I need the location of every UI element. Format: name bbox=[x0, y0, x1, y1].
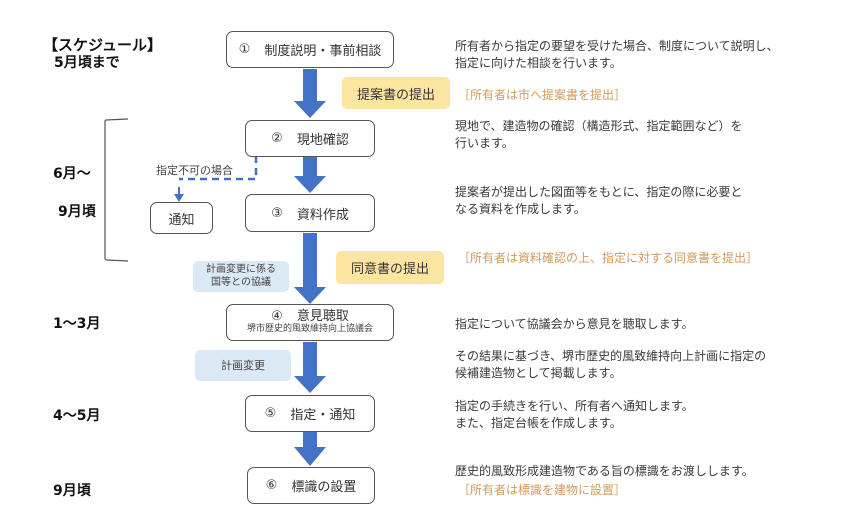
schedule-title: 【スケジュール】 bbox=[43, 36, 162, 54]
arrow-down-icon bbox=[294, 69, 326, 118]
arrow-down-icon bbox=[294, 233, 326, 304]
schedule-label-june: 6月～ bbox=[53, 166, 91, 182]
step-number: ④ bbox=[271, 309, 283, 325]
notify-box: 通知 bbox=[150, 202, 213, 234]
description-line: なる資料を作成します。 bbox=[455, 202, 586, 216]
step-3-box: ③ 資料作成 bbox=[245, 194, 375, 232]
description-line: 指定に向けた相談を行います。 bbox=[455, 56, 622, 70]
description-line: また、指定台帳を作成します。 bbox=[455, 416, 622, 430]
step-1-box: ① 制度説明・事前相談 bbox=[226, 31, 394, 68]
consent-submission-note: 同意書の提出 bbox=[336, 251, 444, 284]
arrow-down-icon bbox=[294, 342, 326, 393]
branch-dashed-connector bbox=[174, 156, 258, 202]
step-number: ① bbox=[238, 42, 251, 57]
description-line: 指定の手続きを行い、所有者へ通知します。 bbox=[455, 399, 694, 413]
schedule-label-until-may: 5月頃まで bbox=[54, 55, 120, 71]
owner-action-note-2: ［所有者は資料確認の上、指定に対する同意書を提出］ bbox=[458, 251, 759, 265]
description-step-3: 提案者が提出した図面等をもとに、指定の際に必要と なる資料を作成します。 bbox=[455, 184, 742, 218]
description-step-2: 現地で、建造物の確認（構造形式、指定範囲など）を 行います。 bbox=[455, 118, 743, 152]
schedule-label-september: 9月頃 bbox=[58, 204, 96, 220]
description-step-5: 指定の手続きを行い、所有者へ通知します。 また、指定台帳を作成します。 bbox=[455, 398, 694, 432]
description-line: 候補建造物として掲載します。 bbox=[455, 366, 622, 380]
step-number: ② bbox=[271, 131, 283, 146]
step-label: 制度説明・事前相談 bbox=[264, 44, 382, 59]
schedule-label-apr-may: 4～5月 bbox=[53, 408, 101, 424]
plan-change-note: 計画変更 bbox=[195, 350, 291, 381]
branch-condition-label: 指定不可の場合 bbox=[156, 164, 233, 177]
schedule-label-jan-mar: 1～3月 bbox=[53, 316, 101, 332]
schedule-label-september-2: 9月頃 bbox=[53, 483, 91, 499]
step-label: 資料作成 bbox=[296, 207, 349, 223]
consult-line-2: 国等との協議 bbox=[211, 276, 271, 288]
step-number: ⑥ bbox=[265, 478, 278, 493]
description-plan-change: その結果に基づき、堺市歴史的風致維持向上計画に指定の 候補建造物として掲載します… bbox=[455, 348, 766, 382]
notify-label: 通知 bbox=[168, 212, 195, 228]
step-5-box: ⑤ 指定・通知 bbox=[245, 395, 375, 432]
description-step-4: 指定について協議会から意見を聴取します。 bbox=[455, 317, 694, 331]
step-number: ⑤ bbox=[264, 406, 277, 421]
description-line: その結果に基づき、堺市歴史的風致維持向上計画に指定の bbox=[455, 349, 767, 363]
owner-action-note-1: ［所有者は市へ提案書を提出］ bbox=[458, 88, 627, 102]
arrow-down-icon bbox=[294, 156, 326, 193]
description-line: 現地で、建造物の確認（構造形式、指定範囲など）を bbox=[455, 119, 743, 133]
description-step-1: 所有者から指定の要望を受けた場合、制度について説明し、 指定に向けた相談を行いま… bbox=[455, 38, 779, 72]
step-number: ③ bbox=[271, 205, 283, 221]
step-4-box: ④ 意見聴取 堺市歴史的風致維持向上協議会 bbox=[226, 304, 394, 341]
owner-action-note-3: ［所有者は標識を建物に設置］ bbox=[458, 483, 627, 497]
description-line: 行います。 bbox=[455, 136, 514, 150]
step-6-box: ⑥ 標識の設置 bbox=[247, 467, 375, 504]
proposal-submission-note: 提案書の提出 bbox=[342, 77, 450, 109]
step-label: 標識の設置 bbox=[291, 480, 357, 495]
step-label: 意見聴取 bbox=[296, 309, 349, 325]
description-line: 所有者から指定の要望を受けた場合、制度について説明し、 bbox=[455, 39, 779, 53]
step-label: 現地確認 bbox=[296, 133, 349, 148]
consult-line-1: 計画変更に係る bbox=[206, 264, 276, 275]
description-step-6: 歴史的風致形成建造物である旨の標識をお渡しします。 bbox=[455, 464, 754, 478]
national-consultation-note: 計画変更に係る 国等との協議 bbox=[193, 261, 289, 292]
step-label: 指定・通知 bbox=[290, 408, 356, 423]
arrow-down-icon bbox=[294, 431, 326, 466]
description-line: 提案者が提出した図面等をもとに、指定の際に必要と bbox=[455, 185, 743, 199]
step-2-box: ② 現地確認 bbox=[245, 120, 375, 157]
step-sublabel: 堺市歴史的風致維持向上協議会 bbox=[246, 323, 373, 334]
schedule-bracket bbox=[104, 118, 129, 262]
